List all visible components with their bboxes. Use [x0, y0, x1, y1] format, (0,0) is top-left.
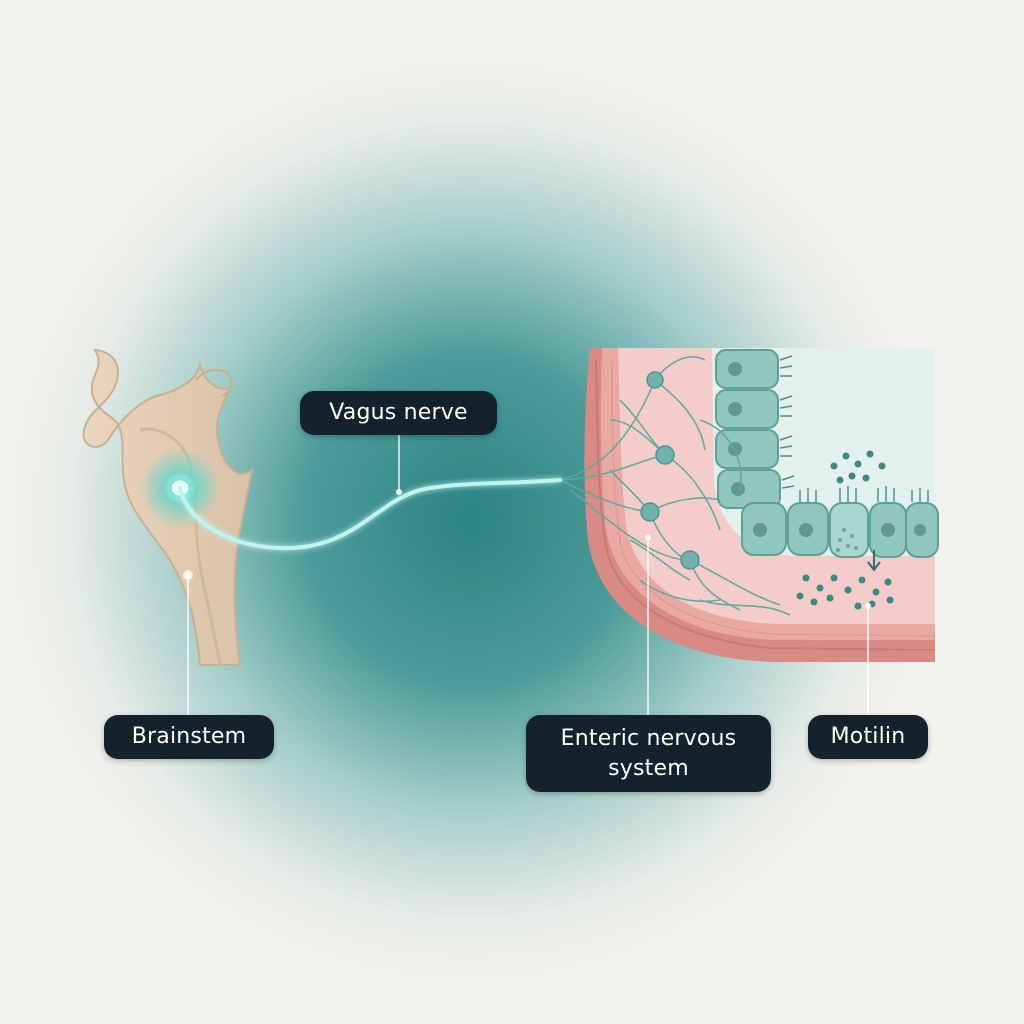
gut-wall-illustration — [559, 348, 939, 662]
epithelial-cells — [715, 349, 939, 558]
enteric-label-line1: Enteric nervous — [560, 725, 737, 751]
brainstem-illustration — [82, 348, 254, 666]
motilin-label: Motilin — [808, 715, 928, 759]
vagus-nerve — [178, 478, 562, 551]
enteric-label-line2: system — [608, 755, 689, 781]
enteric-nervous-system-label: Enteric nervous system — [526, 715, 771, 792]
vagus-nerve-label: Vagus nerve — [300, 391, 497, 435]
motilin-granules — [796, 450, 894, 610]
brainstem-label: Brainstem — [104, 715, 274, 759]
leader-lines — [187, 435, 869, 715]
